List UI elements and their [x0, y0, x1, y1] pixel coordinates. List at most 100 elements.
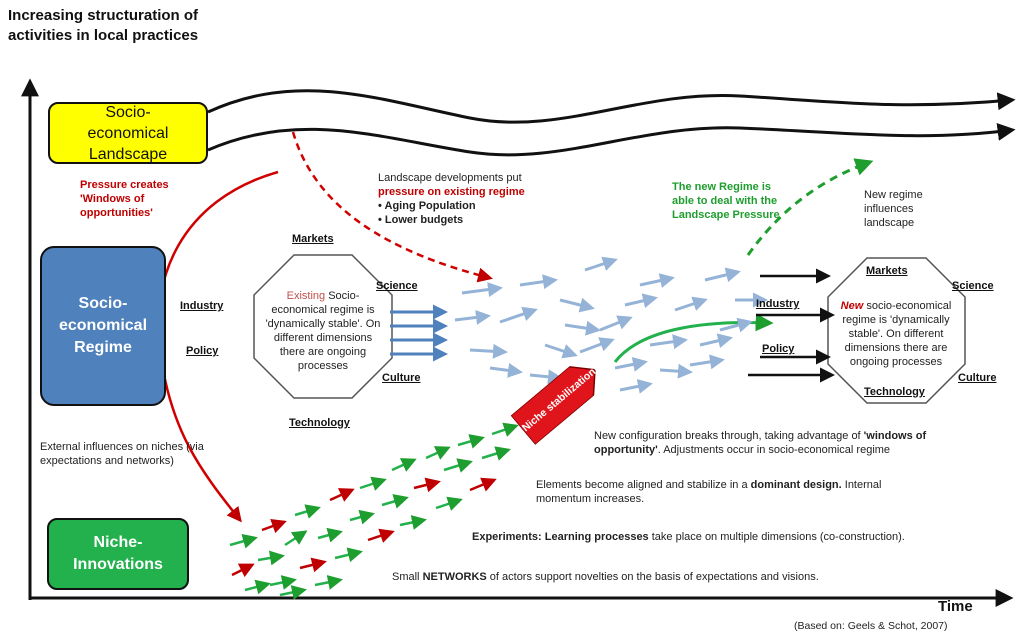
networks-note: Small NETWORKS of actors support novelti…: [392, 570, 912, 584]
niche-flow-arrow: [443, 458, 473, 473]
landscape-pressure-note: Landscape developments put pressure on e…: [378, 171, 588, 227]
existing-dim-markets: Markets: [292, 233, 334, 245]
regime-influence-dashed-arrow: [746, 158, 874, 256]
breakthrough-c: . Adjustments occur in socio-economical …: [657, 444, 891, 456]
new-dim-industry: Industry: [756, 298, 800, 310]
tag-shape: [510, 366, 596, 445]
niche-flow-arrow: [381, 494, 409, 509]
landscape-pressure-emph: pressure on existing regime: [378, 185, 588, 199]
niche-flow-arrow: [359, 476, 387, 491]
regime-output-arrows: [390, 304, 448, 362]
regime-flow-arrow: [579, 337, 615, 354]
regime-flow-arrow: [619, 378, 653, 394]
niche-breakthrough-arrow: [613, 313, 774, 363]
regime-flow-arrow: [529, 369, 563, 385]
regime-flow-arrow: [519, 274, 558, 290]
external-influences-note: External influences on niches (via expec…: [40, 441, 204, 467]
networks-b: NETWORKS: [422, 571, 487, 583]
regime-flow-arrow: [689, 354, 725, 370]
niche-flow-arrow: [457, 434, 485, 449]
regime-flow-arrow: [584, 256, 618, 272]
niche-flow-arrow: [349, 509, 375, 525]
niche-flow-arrow: [413, 477, 441, 493]
aligned-a: Elements become aligned and stabilize in…: [536, 479, 751, 491]
source-citation: (Based on: Geels & Schot, 2007): [794, 620, 948, 632]
networks-a: Small: [392, 571, 423, 583]
niche-stabilization-label: Niche stabilization: [510, 355, 607, 445]
bullet-budgets: • Lower budgets: [378, 214, 464, 226]
regime-flow-arrow: [564, 320, 601, 336]
experiments-a: Experiments: Learning processes: [472, 531, 649, 543]
niche-flow-arrow: [257, 550, 285, 566]
new-dim-technology: Technology: [864, 386, 925, 398]
niche-flow-arrow: [391, 458, 417, 472]
niche-box: Niche-Innovations: [47, 518, 189, 590]
regime-flow-arrow: [719, 317, 753, 333]
aligned-b: dominant design.: [750, 479, 842, 491]
regime-box: Socio-economical Regime: [40, 246, 166, 406]
breakthrough-a: New configuration breaks through, taking…: [594, 430, 864, 442]
regime-flow-arrows: [454, 256, 768, 394]
niche-label: Niche-Innovations: [73, 534, 163, 573]
niche-flow-arrow: [425, 446, 451, 460]
regime-label: Socio-economical Regime: [58, 295, 148, 356]
y-axis-label: Increasing structuration of activities i…: [8, 7, 199, 44]
niche-flow-arrow: [491, 422, 519, 437]
niche-flow-arrow: [284, 530, 308, 547]
new-dim-policy: Policy: [762, 343, 795, 355]
niche-flow-arrow: [435, 496, 463, 511]
regime-flow-arrow: [659, 363, 693, 379]
landscape-wave-upper: [207, 89, 1016, 124]
regime-flow-arrow: [614, 356, 648, 372]
tag-polygon: [510, 366, 596, 445]
landscape-pressure-line: Landscape developments put: [378, 172, 522, 184]
pressure-word: pressure on existing regime: [378, 186, 525, 198]
regime-flow-arrow: [639, 273, 675, 288]
existing-desc: Socio-economical regime is 'dynamically …: [265, 290, 381, 372]
regime-flow-arrow: [624, 293, 658, 309]
regime-flow-arrow: [499, 306, 538, 324]
existing-regime-text: Existing Socio-economical regime is 'dyn…: [264, 289, 382, 373]
breakthrough-note: New configuration breaks through, taking…: [594, 429, 974, 457]
landscape-label: Socio-economical Landscape: [87, 103, 169, 163]
pressure-dashed-arrow: [291, 131, 493, 283]
regime-flow-arrow: [454, 309, 491, 325]
niche-flow-arrows: [229, 422, 519, 600]
niche-flow-arrow: [294, 504, 321, 519]
niche-flow-arrow: [231, 563, 255, 578]
niche-flow-arrow: [229, 534, 258, 549]
experiments-b: take place on multiple dimensions (co-co…: [648, 531, 905, 543]
landscape-box: Socio-economical Landscape: [48, 102, 208, 164]
landscape-wave-lower: [207, 122, 1016, 157]
existing-dim-science: Science: [376, 280, 418, 292]
new-word: New: [840, 300, 864, 312]
regime-flow-arrow: [461, 282, 503, 298]
niche-flow-arrow: [469, 477, 497, 492]
experiments-note: Experiments: Learning processes take pla…: [472, 530, 992, 544]
regime-flow-arrow: [599, 315, 633, 332]
existing-dim-industry: Industry: [180, 300, 224, 312]
existing-regime-octagon: [253, 254, 393, 399]
niche-flow-arrow: [367, 528, 395, 543]
new-dim-culture: Culture: [958, 372, 997, 384]
dominant-design-note: Elements become aligned and stabilize in…: [536, 478, 936, 506]
regime-flow-arrow: [469, 343, 508, 359]
niche-flow-arrow: [314, 574, 343, 590]
aligned-c: Internal momentum increases.: [536, 479, 882, 505]
new-regime-deals-note: The new Regime is able to deal with the …: [672, 181, 780, 221]
regime-flow-arrow: [699, 333, 733, 349]
existing-word: Existing: [286, 290, 326, 302]
pressure-windows-note: Pressure creates 'Windows of opportuniti…: [80, 179, 169, 219]
niche-flow-arrow: [299, 557, 327, 573]
niche-flow-arrow: [399, 515, 427, 530]
niche-flow-arrow: [244, 579, 271, 595]
regime-flow-arrow: [674, 296, 708, 312]
existing-dim-policy: Policy: [186, 345, 219, 357]
new-dim-science: Science: [952, 280, 994, 292]
breakthrough-b: 'windows of opportunity': [594, 430, 927, 456]
niche-flow-arrow: [279, 585, 307, 600]
niche-flow-arrow: [329, 488, 355, 502]
regime-flow-arrow: [704, 267, 741, 283]
